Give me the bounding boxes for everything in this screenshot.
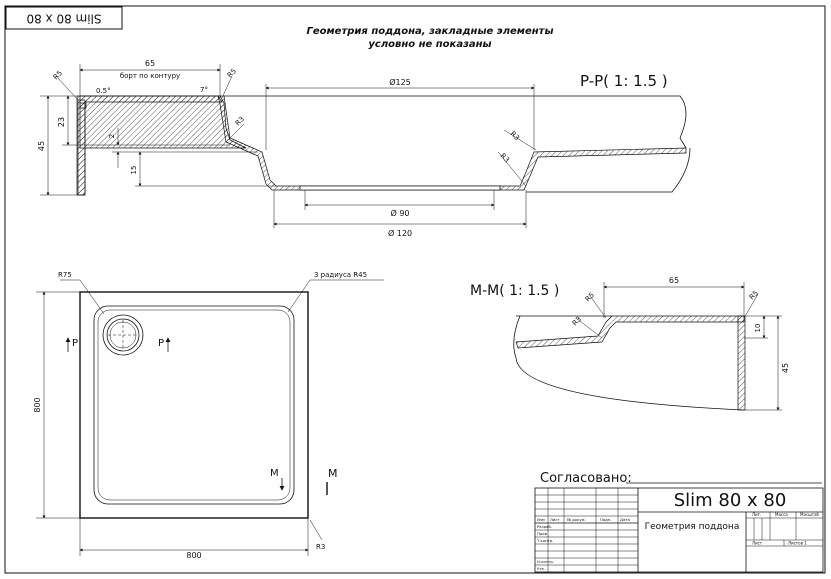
pp-dim-d90: Ø 90 <box>390 208 409 218</box>
plan-marker-m: M <box>328 467 338 480</box>
pp-dim-d125: Ø125 <box>389 77 411 87</box>
tb-name: Slim 80 x 80 <box>674 490 787 511</box>
plan-view: P P M M 800 800 R75 3 радиуса R45 R3 <box>33 271 384 560</box>
tb-subtitle: Геометрия поддона <box>645 522 740 532</box>
pp-r5-left: R5 <box>52 69 64 81</box>
tb-h-doc: № докум. <box>567 517 586 522</box>
pp-slope-left <box>217 95 501 191</box>
plan-dim-r75: R75 <box>58 271 72 279</box>
pp-r3-a: R3 <box>234 115 246 127</box>
plan-dim-h800: 800 <box>33 397 42 412</box>
corner-stamp: Slim 80 x 80 <box>5 6 123 30</box>
mm-dim-65: 65 <box>669 276 679 285</box>
plan-inner <box>93 305 295 505</box>
tb-lit: Лит. <box>752 512 761 517</box>
tb-h-sign: Подп. <box>600 517 612 522</box>
sheet-frame <box>4 5 826 574</box>
pp-angle-05: 0.5° <box>96 87 111 95</box>
tb-r-tcontr: Т.контр. <box>536 538 553 543</box>
pp-dim-2: 2 <box>108 134 116 138</box>
agreed-label: Согласовано: <box>540 471 632 486</box>
pp-left-wall <box>77 99 86 196</box>
pp-wall-left <box>76 95 247 196</box>
tb-h-list: Лист <box>550 517 560 522</box>
mm-slope <box>515 315 745 349</box>
pp-r5-right: R5 <box>226 67 238 79</box>
tb-scale: Масштаб <box>800 512 820 517</box>
pp-slope-right <box>499 147 687 191</box>
note-line1: Геометрия поддона, закладные элементы <box>306 26 553 37</box>
section-pp-title: P-P( 1: 1.5 ) <box>580 72 668 90</box>
section-mm-title: M-M( 1: 1.5 ) <box>470 283 559 299</box>
pp-dim-65: 65 <box>145 59 155 68</box>
mm-outline <box>513 315 745 411</box>
pp-drain-bottom <box>299 185 501 191</box>
section-mm: M-M( 1: 1.5 ) 65 10 45 R5 R3 R5 <box>470 276 790 411</box>
pp-dim-45: 45 <box>37 141 46 151</box>
drain-mid <box>106 318 140 352</box>
tb-h-date: Дата <box>620 517 630 522</box>
mm-dim-45: 45 <box>781 363 790 373</box>
plan-inner-2 <box>97 309 291 501</box>
plan-dim-r45: 3 радиуса R45 <box>314 271 367 279</box>
pp-dim-d120: Ø 120 <box>388 228 412 238</box>
pp-dim-23: 23 <box>57 117 66 127</box>
pp-bottom-curve <box>526 147 691 193</box>
note-line2: условно не показаны <box>368 39 491 50</box>
plan-outer <box>79 291 309 519</box>
pp-r3-b: R3 <box>509 130 521 142</box>
tb-r-check: Пров. <box>537 531 548 536</box>
mm-dim-10: 10 <box>754 324 762 333</box>
mm-r5-b: R5 <box>748 289 760 301</box>
plan-marker-p-left: P <box>72 338 78 349</box>
tb-sheet: Лист <box>752 541 763 546</box>
tb-r-appr: Утв. <box>537 566 545 571</box>
mm-r3: R3 <box>571 315 583 327</box>
plan-marker-p-right: P <box>158 338 164 349</box>
plan-dim-w800: 800 <box>186 551 201 560</box>
drain-outer <box>102 314 144 356</box>
pp-top-line <box>224 95 687 149</box>
title-block: Согласовано: Изм Лист № докум. Подп. <box>534 471 824 573</box>
pp-dim-15: 15 <box>130 166 138 175</box>
tb-mass: Масса <box>775 512 788 517</box>
pp-dim-border: борт по контуру <box>120 72 180 80</box>
corner-stamp-text: Slim 80 x 80 <box>26 12 101 26</box>
tb-r-dev: Разраб. <box>537 524 552 529</box>
plan-dim-r3: R3 <box>316 543 325 551</box>
section-pp: P-P( 1: 1.5 ) Ø125 Ø 90 Ø 120 <box>37 59 691 238</box>
pp-angle-7: 7° <box>200 86 208 94</box>
tb-h-izm: Изм <box>537 517 545 522</box>
pp-r3-c: R3 <box>499 152 511 164</box>
tb-sheets: Листов 1 <box>788 541 807 546</box>
plan-marker-m-small: M <box>270 468 279 479</box>
mm-wall <box>737 315 746 411</box>
tb-r-ncontr: Н.контр. <box>537 559 554 564</box>
